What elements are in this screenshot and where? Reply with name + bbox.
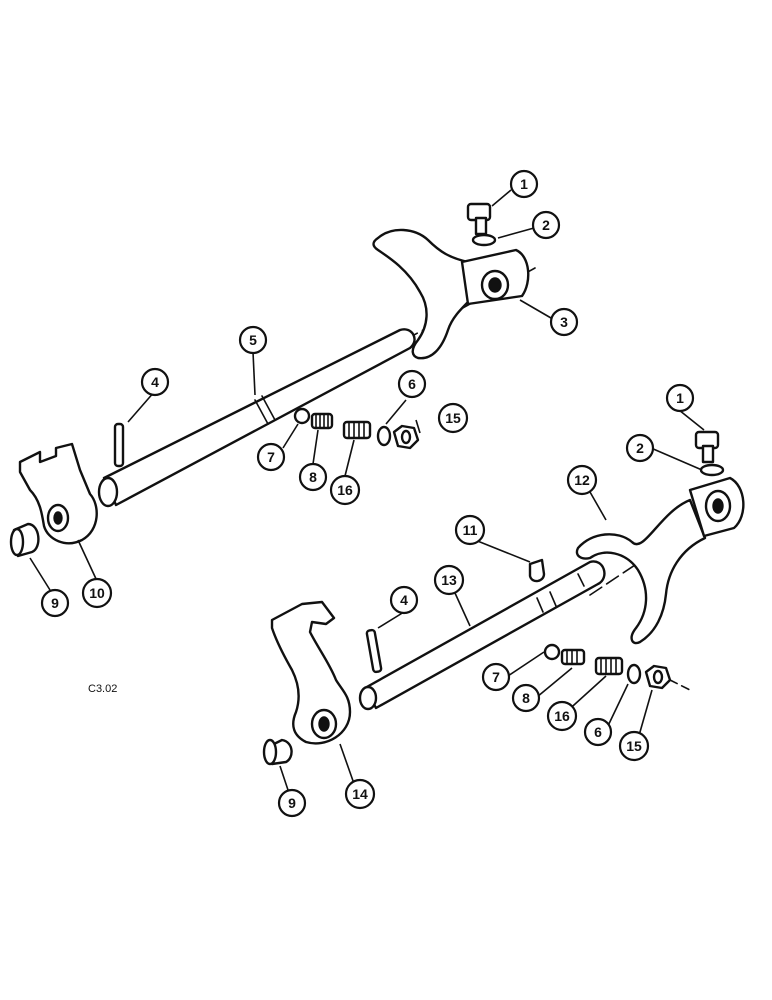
upper-shift-rail: [97, 328, 416, 508]
callout-6-lower: 6: [583, 717, 613, 747]
lower-detent-nut: [644, 664, 672, 690]
upper-selector-fork: [372, 228, 530, 360]
upper-roll-pin: [113, 422, 125, 468]
callout-5: 5: [238, 325, 268, 355]
callout-label: 15: [626, 738, 642, 754]
callout-label: 14: [352, 786, 368, 802]
lower-expansion-plug: [262, 738, 293, 766]
callout-14: 14: [344, 778, 376, 810]
lower-detent-ball: [543, 643, 561, 661]
lower-detent-spring-2: [594, 656, 624, 676]
leader-lines: [77, 189, 705, 796]
lower-detent-washer: [626, 663, 642, 685]
callout-1-lower: 1: [665, 383, 695, 413]
callout-label: 1: [520, 176, 528, 192]
callout-label: 7: [267, 449, 275, 465]
callout-label: 13: [441, 572, 457, 588]
callout-16-lower: 16: [546, 700, 578, 732]
callout-11: 11: [454, 514, 486, 546]
callout-9-upper: 9: [40, 588, 70, 618]
callout-label: 3: [560, 314, 568, 330]
callout-label: 2: [542, 217, 550, 233]
callout-label: 6: [408, 376, 416, 392]
callout-2-lower: 2: [625, 433, 655, 463]
callout-label: 9: [51, 595, 59, 611]
callout-label: 9: [288, 795, 296, 811]
callout-label: 7: [492, 669, 500, 685]
upper-fork-bolt: [466, 202, 492, 236]
callout-label: 5: [249, 332, 257, 348]
callout-label: 6: [594, 724, 602, 740]
lower-assembly: [262, 430, 745, 766]
callout-4-lower: 4: [389, 585, 419, 615]
upper-detent-nut: [392, 424, 420, 450]
lower-detent-spring: [560, 648, 586, 666]
callout-7-lower: 7: [481, 662, 511, 692]
callout-label: 8: [522, 690, 530, 706]
callout-16-upper: 16: [329, 474, 361, 506]
callout-9-lower: 9: [277, 788, 307, 818]
callout-label: 4: [151, 374, 159, 390]
callout-1-upper: 1: [509, 169, 539, 199]
callout-6-upper: 6: [397, 369, 427, 399]
callout-label: 12: [574, 472, 590, 488]
callout-7-upper: 7: [256, 442, 286, 472]
callout-label: 15: [445, 410, 461, 426]
callout-label: 8: [309, 469, 317, 485]
leader-9-upper: [29, 557, 51, 591]
callout-8-lower: 8: [511, 683, 541, 713]
upper-detent-ball: [293, 407, 311, 425]
lower-fork-bolt: [694, 430, 720, 464]
callout-15-lower: 15: [618, 730, 650, 762]
callout-2-upper: 2: [531, 210, 561, 240]
upper-detent-spring-2: [342, 420, 372, 440]
lower-detent-axis: [669, 679, 691, 691]
callout-label: 11: [463, 522, 478, 538]
lower-selector-fork: [575, 476, 745, 645]
upper-bolt-washer: [471, 233, 497, 247]
callout-13: 13: [433, 564, 465, 596]
leader-9-lower: [279, 765, 289, 791]
callout-12: 12: [566, 464, 598, 496]
figure-code: C3.02: [88, 683, 117, 695]
callout-label: 4: [400, 592, 408, 608]
callout-label: 10: [89, 585, 105, 601]
upper-assembly: [9, 202, 536, 558]
lower-bolt-washer: [699, 463, 725, 477]
lower-shift-arm: [270, 600, 352, 745]
callout-15-upper: 15: [437, 402, 469, 434]
callout-label: 2: [636, 440, 644, 456]
upper-detent-spring: [310, 412, 334, 430]
callout-10: 10: [81, 577, 113, 609]
upper-detent-washer: [376, 425, 392, 447]
callout-label: 16: [337, 482, 353, 498]
lower-shift-rail: [358, 560, 606, 711]
lower-roll-pin: [365, 628, 383, 674]
upper-shift-arm: [18, 442, 98, 545]
upper-expansion-plug: [9, 522, 40, 558]
callout-label: 16: [554, 708, 570, 724]
callout-8-upper: 8: [298, 462, 328, 492]
callout-label: 1: [676, 390, 684, 406]
lower-detent-pin: [528, 558, 546, 583]
callout-3: 3: [549, 307, 579, 337]
callout-4-upper: 4: [140, 367, 170, 397]
